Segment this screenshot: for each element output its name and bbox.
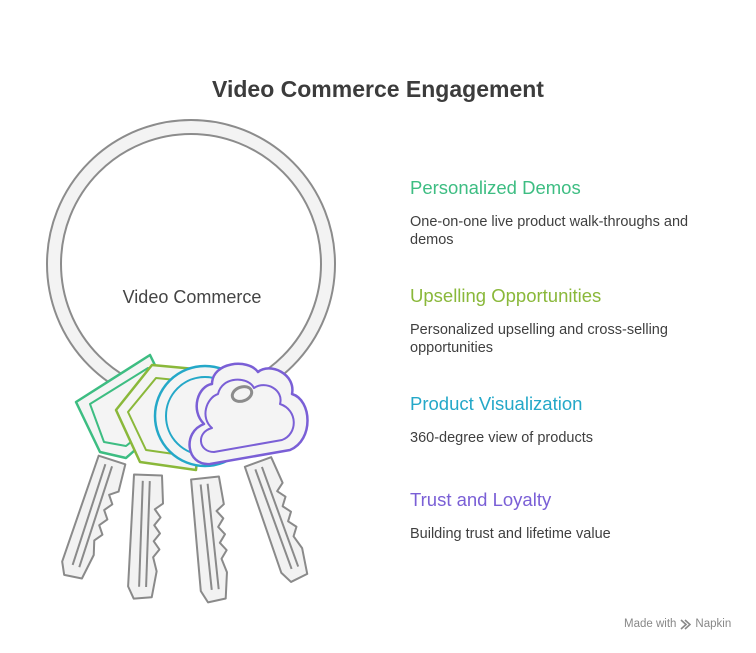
key-head-trust-loyalty bbox=[188, 362, 309, 466]
napkin-brand: Napkin bbox=[695, 618, 732, 630]
item-trust-loyalty: Trust and Loyalty Building trust and lif… bbox=[410, 489, 730, 543]
key-blade-1 bbox=[57, 454, 129, 584]
item-description: 360-degree view of products bbox=[410, 430, 593, 446]
made-with-napkin[interactable]: Made with Napkin bbox=[624, 618, 731, 630]
item-title: Product Visualization bbox=[410, 393, 583, 414]
item-personalized-demos: Personalized Demos One-on-one live produ… bbox=[410, 177, 730, 249]
center-label: Video Commerce bbox=[122, 287, 262, 307]
item-description: Building trust and lifetime value bbox=[410, 526, 611, 542]
napkin-logo-icon bbox=[680, 618, 692, 630]
item-title: Trust and Loyalty bbox=[410, 489, 552, 510]
item-upselling-opportunities: Upselling Opportunities Personalized ups… bbox=[410, 285, 730, 357]
item-title: Personalized Demos bbox=[410, 177, 581, 198]
made-with-label: Made with bbox=[624, 618, 677, 630]
item-title: Upselling Opportunities bbox=[410, 285, 602, 306]
key-blade-2 bbox=[126, 473, 165, 601]
diagram-title: Video Commerce Engagement bbox=[212, 76, 544, 102]
item-product-visualization: Product Visualization 360-degree view of… bbox=[410, 393, 730, 447]
key-blade-4 bbox=[241, 455, 317, 585]
item-description: Personalized upselling and cross-selling… bbox=[410, 322, 668, 356]
item-description: One-on-one live product walk-throughs an… bbox=[410, 214, 689, 248]
key-blade-3 bbox=[188, 475, 235, 604]
